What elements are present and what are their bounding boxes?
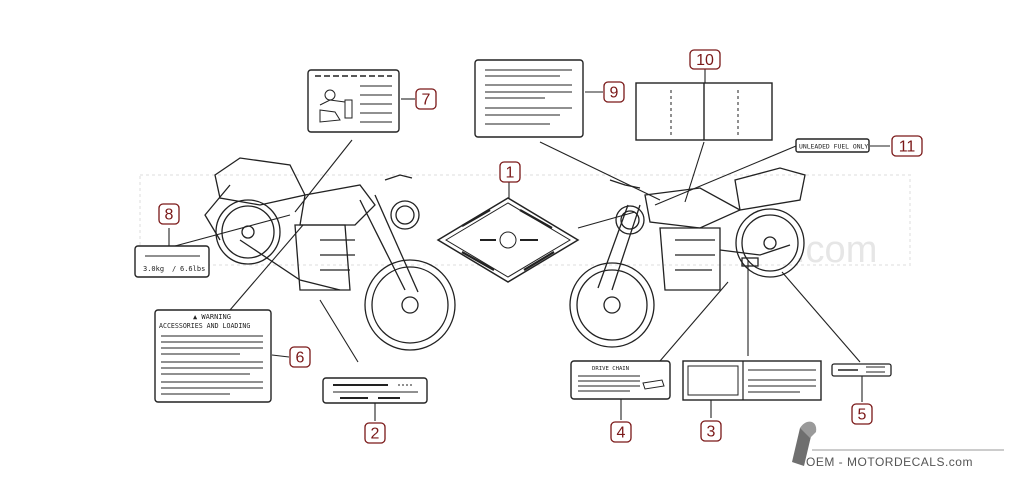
label-4: DRIVE CHAIN [570, 360, 671, 400]
label-8-weight-left: 3.0kg [143, 265, 164, 273]
callout-6-number: 6 [296, 350, 305, 367]
label-7 [307, 69, 400, 133]
callouts: 1 2 3 4 5 6 7 8 [158, 49, 923, 444]
label-1 [436, 197, 580, 283]
label-2 [322, 377, 428, 404]
callout-11: 11 [891, 135, 923, 157]
callout-2-number: 2 [371, 426, 380, 443]
callout-3-number: 3 [707, 424, 716, 441]
callout-8: 8 [158, 203, 180, 225]
motorcycle-right [569, 167, 806, 348]
label-8: 3.0kg / 6.6lbs [134, 245, 210, 278]
motorcycle-left [204, 157, 456, 351]
label-11: UNLEADED FUEL ONLY [795, 138, 870, 153]
callout-10-number: 10 [696, 52, 714, 69]
label-4-drive-chain: DRIVE CHAIN [592, 366, 629, 372]
leader-lines [168, 68, 890, 421]
label-11-fuel-text: UNLEADED FUEL ONLY [799, 143, 868, 151]
callout-10: 10 [689, 49, 721, 70]
callout-11-number: 11 [899, 139, 916, 156]
footer-brand-text: OEM - MOTORDECALS.com [806, 455, 973, 469]
callout-1-number: 1 [506, 165, 515, 182]
label-6: ▲ WARNING ACCESSORIES AND LOADING [154, 309, 272, 403]
callout-8-number: 8 [165, 207, 174, 224]
label-6-warning-title: ▲ WARNING [193, 313, 231, 321]
callout-7: 7 [415, 88, 437, 110]
callout-9-number: 9 [610, 85, 619, 102]
callout-4: 4 [610, 421, 632, 443]
label-9 [474, 59, 584, 138]
label-10 [635, 82, 773, 141]
callout-5: 5 [851, 403, 873, 425]
callout-5-number: 5 [858, 407, 867, 424]
label-8-weight-right: 6.6lbs [180, 265, 205, 273]
footer-brand: OEM - MOTORDECALS.com [792, 421, 1004, 469]
callout-9: 9 [603, 81, 625, 103]
callout-1: 1 [499, 161, 521, 183]
label-3 [682, 360, 822, 401]
label-8-weight-sep: / [172, 265, 176, 273]
callout-3: 3 [700, 420, 722, 442]
brand-logo-icon [792, 421, 817, 466]
callout-7-number: 7 [422, 92, 431, 109]
callout-2: 2 [364, 422, 386, 444]
callout-6: 6 [289, 346, 311, 368]
callout-4-number: 4 [617, 425, 626, 442]
label-5 [831, 363, 892, 377]
label-6-warning-subtitle: ACCESSORIES AND LOADING [159, 322, 250, 330]
